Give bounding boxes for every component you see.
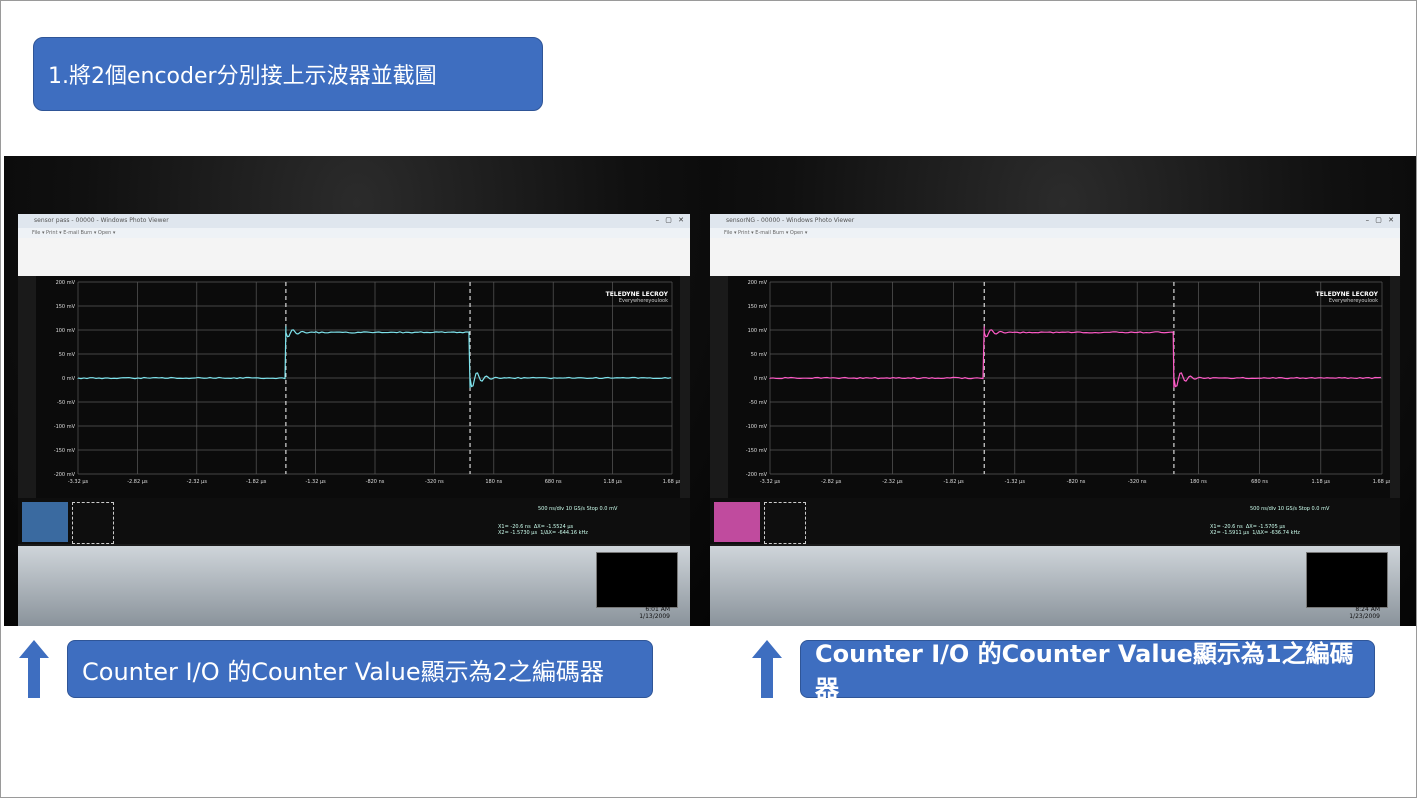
clock-time: 6:01 AM: [639, 606, 670, 613]
caption-right: Counter I/O 的Counter Value顯示為1之編碼器: [800, 640, 1375, 698]
clock-date: 1/23/2009: [1349, 613, 1380, 620]
y-tick-label: 50 mV: [751, 352, 768, 358]
taskbar: 8:24 AM 1/23/2009: [710, 546, 1400, 626]
thumbnail-preview: [596, 552, 678, 608]
x-tick-label: -2.32 µs: [882, 479, 903, 485]
y-tick-label: -100 mV: [746, 424, 768, 430]
brand-subtitle: Everywhereyoulook: [619, 298, 668, 304]
channel-box: [714, 502, 760, 542]
y-tick-label: 100 mV: [748, 328, 768, 334]
x-tick-label: -820 ns: [1067, 479, 1086, 485]
waveform-trace: [770, 326, 1381, 388]
x-tick-label: 1.68 µs: [663, 479, 680, 485]
x-tick-label: 1.68 µs: [1373, 479, 1390, 485]
clock-date: 1/13/2009: [639, 613, 670, 620]
x-tick-label: -1.82 µs: [943, 479, 964, 485]
x-tick-label: -2.32 µs: [187, 479, 208, 485]
window-title: sensor pass - 00000 - Windows Photo View…: [18, 214, 690, 228]
x-tick-label: 680 ns: [545, 479, 562, 485]
y-tick-label: 150 mV: [56, 304, 76, 310]
y-tick-label: -50 mV: [57, 400, 76, 406]
scope-info-panel: X1= -20.6 ns ΔX= -1.5524 µs X2= -1.5730 …: [18, 498, 690, 544]
x-tick-label: -1.82 µs: [246, 479, 267, 485]
up-arrow-icon: [19, 640, 49, 698]
slide-title: 1.將2個encoder分別接上示波器並截圖: [33, 37, 543, 111]
x-tick-label: -320 ns: [1128, 479, 1147, 485]
photo-viewer-window: sensorNG - 00000 - Windows Photo Viewer …: [710, 214, 1400, 626]
y-tick-label: 50 mV: [59, 352, 76, 358]
scope-info-panel: X1= -20.6 ns ΔX= -1.5705 µs X2= -1.5911 …: [710, 498, 1400, 544]
window-title: sensorNG - 00000 - Windows Photo Viewer: [710, 214, 1400, 228]
y-tick-label: -150 mV: [54, 448, 76, 454]
timebase-readout: 500 ns/div 10 GS/s Stop 0.0 mV: [1250, 506, 1329, 512]
x-tick-label: -1.32 µs: [1005, 479, 1026, 485]
measure-readout: X1= -20.6 ns ΔX= -1.5705 µs X2= -1.5911 …: [1210, 524, 1300, 536]
y-tick-label: 0 mV: [62, 376, 76, 382]
x-tick-label: -2.82 µs: [127, 479, 148, 485]
window-toolbar-area: [18, 238, 690, 276]
oscilloscope-photo-right: sensorNG - 00000 - Windows Photo Viewer …: [710, 156, 1416, 626]
channel-box: [22, 502, 68, 542]
photo-viewer-window: sensor pass - 00000 - Windows Photo View…: [18, 214, 690, 626]
y-tick-label: -150 mV: [746, 448, 768, 454]
scope-trace-right: 200 mV 150 mV 100 mV 50 mV 0 mV -50 mV -100 mV…: [728, 276, 1390, 498]
cursor-box: [764, 502, 806, 544]
x-tick-label: 180 ns: [1190, 479, 1207, 485]
x-tick-label: -320 ns: [425, 479, 444, 485]
cursor-box: [72, 502, 114, 544]
brand-logo: TELEDYNE LECROY: [606, 291, 669, 298]
clock-time: 8:24 AM: [1349, 606, 1380, 613]
x-tick-label: 180 ns: [485, 479, 502, 485]
x-tick-label: 1.18 µs: [1312, 479, 1331, 485]
y-tick-label: 200 mV: [56, 280, 76, 286]
x-tick-label: -3.32 µs: [760, 479, 781, 485]
taskbar: 6:01 AM 1/13/2009: [18, 546, 690, 626]
window-toolbar-area: [710, 238, 1400, 276]
x-tick-label: -3.32 µs: [68, 479, 89, 485]
window-menu[interactable]: File ▾ Print ▾ E-mail Burn ▾ Open ▾: [710, 228, 1400, 238]
x-tick-label: 680 ns: [1251, 479, 1268, 485]
scope-screen: 200 mV 150 mV 100 mV 50 mV 0 mV -50 mV -100 mV…: [728, 276, 1390, 498]
x-tick-label: -2.82 µs: [821, 479, 842, 485]
y-tick-label: 200 mV: [748, 280, 768, 286]
y-tick-label: 0 mV: [754, 376, 768, 382]
x-tick-label: 1.18 µs: [603, 479, 622, 485]
y-tick-label: -50 mV: [749, 400, 768, 406]
y-tick-label: -100 mV: [54, 424, 76, 430]
caption-left: Counter I/O 的Counter Value顯示為2之編碼器: [67, 640, 653, 698]
x-tick-label: -1.32 µs: [305, 479, 326, 485]
window-controls[interactable]: – ▢ ✕: [1366, 216, 1396, 224]
oscilloscope-photo-left: sensor pass - 00000 - Windows Photo View…: [4, 156, 710, 626]
measure-readout: X1= -20.6 ns ΔX= -1.5524 µs X2= -1.5730 …: [498, 524, 588, 536]
y-tick-label: 150 mV: [748, 304, 768, 310]
scope-trace-left: 200 mV 150 mV 100 mV 50 mV 0 mV -50 mV -100 mV…: [36, 276, 680, 498]
up-arrow-icon: [752, 640, 782, 698]
x-tick-label: -820 ns: [366, 479, 385, 485]
y-tick-label: -200 mV: [746, 472, 768, 478]
timebase-readout: 500 ns/div 10 GS/s Stop 0.0 mV: [538, 506, 617, 512]
brand-logo: TELEDYNE LECROY: [1316, 291, 1379, 298]
window-controls[interactable]: – ▢ ✕: [656, 216, 686, 224]
y-tick-label: -200 mV: [54, 472, 76, 478]
window-menu[interactable]: File ▾ Print ▾ E-mail Burn ▾ Open ▾: [18, 228, 690, 238]
thumbnail-preview: [1306, 552, 1388, 608]
scope-screen: 200 mV 150 mV 100 mV 50 mV 0 mV -50 mV -100 mV…: [36, 276, 680, 498]
brand-subtitle: Everywhereyoulook: [1329, 298, 1378, 304]
waveform-trace: [78, 326, 671, 388]
y-tick-label: 100 mV: [56, 328, 76, 334]
